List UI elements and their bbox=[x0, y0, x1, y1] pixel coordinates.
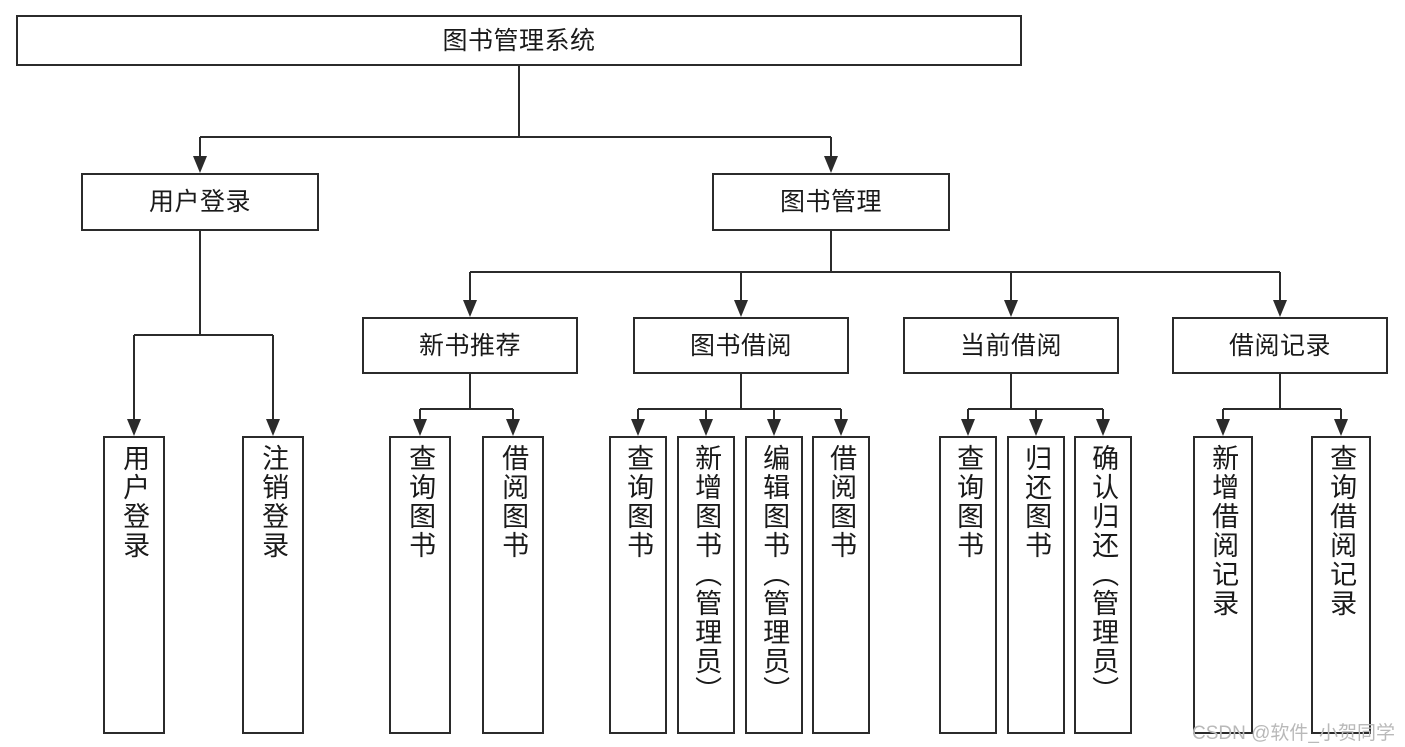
arrowhead-current_borrow_to_leaves-1 bbox=[1029, 419, 1043, 436]
node-label-leaf-query-book-cur: 查询图书 bbox=[953, 444, 984, 560]
arrowhead-book_borrow_to_leaves-2 bbox=[767, 419, 781, 436]
arrowhead-book_borrow_to_leaves-1 bbox=[699, 419, 713, 436]
node-new-book-recommend[interactable]: 新书推荐 bbox=[362, 317, 578, 374]
node-label-new-book-recommend: 新书推荐 bbox=[418, 331, 521, 360]
node-label-leaf-user-login: 用户登录 bbox=[119, 444, 150, 560]
node-leaf-query-book[interactable]: 查询图书 bbox=[609, 436, 667, 734]
node-leaf-logout[interactable]: 注销登录 bbox=[242, 436, 304, 734]
arrowhead-root_to_level2-0 bbox=[193, 156, 207, 173]
arrowhead-book_borrow_to_leaves-3 bbox=[834, 419, 848, 436]
node-label-leaf-borrow-book: 借阅图书 bbox=[826, 444, 857, 560]
arrowhead-book_manage_to_level3-2 bbox=[1004, 300, 1018, 317]
node-leaf-return-book[interactable]: 归还图书 bbox=[1007, 436, 1065, 734]
node-leaf-add-book[interactable]: 新增图书（管理员） bbox=[677, 436, 735, 734]
node-label-borrow-record: 借阅记录 bbox=[1228, 331, 1331, 360]
node-label-leaf-add-record: 新增借阅记录 bbox=[1208, 444, 1239, 618]
node-leaf-borrow-book[interactable]: 借阅图书 bbox=[812, 436, 870, 734]
node-leaf-query-book-rec[interactable]: 查询图书 bbox=[389, 436, 451, 734]
node-label-leaf-add-book: 新增图书（管理员） bbox=[691, 444, 722, 705]
arrowhead-user_login_to_leaves-0 bbox=[127, 419, 141, 436]
node-label-book-borrow: 图书借阅 bbox=[689, 331, 792, 360]
arrowhead-book_manage_to_level3-0 bbox=[463, 300, 477, 317]
node-leaf-query-record[interactable]: 查询借阅记录 bbox=[1311, 436, 1371, 734]
node-leaf-query-book-cur[interactable]: 查询图书 bbox=[939, 436, 997, 734]
arrowhead-new_book_recommend_to_leaves-0 bbox=[413, 419, 427, 436]
node-leaf-add-record[interactable]: 新增借阅记录 bbox=[1193, 436, 1253, 734]
node-book-manage[interactable]: 图书管理 bbox=[712, 173, 950, 231]
node-label-leaf-confirm-return: 确认归还（管理员） bbox=[1088, 444, 1119, 705]
node-leaf-confirm-return[interactable]: 确认归还（管理员） bbox=[1074, 436, 1132, 734]
node-label-leaf-return-book: 归还图书 bbox=[1021, 444, 1052, 560]
node-label-leaf-logout: 注销登录 bbox=[258, 444, 289, 560]
arrowhead-current_borrow_to_leaves-0 bbox=[961, 419, 975, 436]
arrowhead-root_to_level2-1 bbox=[824, 156, 838, 173]
arrowhead-current_borrow_to_leaves-2 bbox=[1096, 419, 1110, 436]
node-leaf-edit-book[interactable]: 编辑图书（管理员） bbox=[745, 436, 803, 734]
node-book-borrow[interactable]: 图书借阅 bbox=[633, 317, 849, 374]
node-leaf-user-login[interactable]: 用户登录 bbox=[103, 436, 165, 734]
arrowhead-book_manage_to_level3-3 bbox=[1273, 300, 1287, 317]
node-label-current-borrow: 当前借阅 bbox=[959, 331, 1062, 360]
node-label-leaf-query-record: 查询借阅记录 bbox=[1326, 444, 1357, 618]
node-borrow-record[interactable]: 借阅记录 bbox=[1172, 317, 1388, 374]
watermark-text: CSDN @软件_小贺同学 bbox=[1192, 723, 1395, 744]
node-label-user-login: 用户登录 bbox=[148, 188, 251, 216]
arrowhead-borrow_record_to_leaves-0 bbox=[1216, 419, 1230, 436]
arrowhead-book_manage_to_level3-1 bbox=[734, 300, 748, 317]
arrowhead-borrow_record_to_leaves-1 bbox=[1334, 419, 1348, 436]
node-current-borrow[interactable]: 当前借阅 bbox=[903, 317, 1119, 374]
arrowhead-book_borrow_to_leaves-0 bbox=[631, 419, 645, 436]
node-label-leaf-query-book-rec: 查询图书 bbox=[405, 444, 436, 560]
node-label-book-manage: 图书管理 bbox=[779, 188, 882, 216]
arrowhead-user_login_to_leaves-1 bbox=[266, 419, 280, 436]
node-root[interactable]: 图书管理系统 bbox=[16, 15, 1022, 66]
node-leaf-borrow-book-rec[interactable]: 借阅图书 bbox=[482, 436, 544, 734]
node-label-leaf-query-book: 查询图书 bbox=[623, 444, 654, 560]
node-label-leaf-borrow-book-rec: 借阅图书 bbox=[498, 444, 529, 560]
node-label-root: 图书管理系统 bbox=[442, 26, 596, 55]
arrowhead-new_book_recommend_to_leaves-1 bbox=[506, 419, 520, 436]
node-user-login[interactable]: 用户登录 bbox=[81, 173, 319, 231]
node-label-leaf-edit-book: 编辑图书（管理员） bbox=[759, 444, 790, 705]
